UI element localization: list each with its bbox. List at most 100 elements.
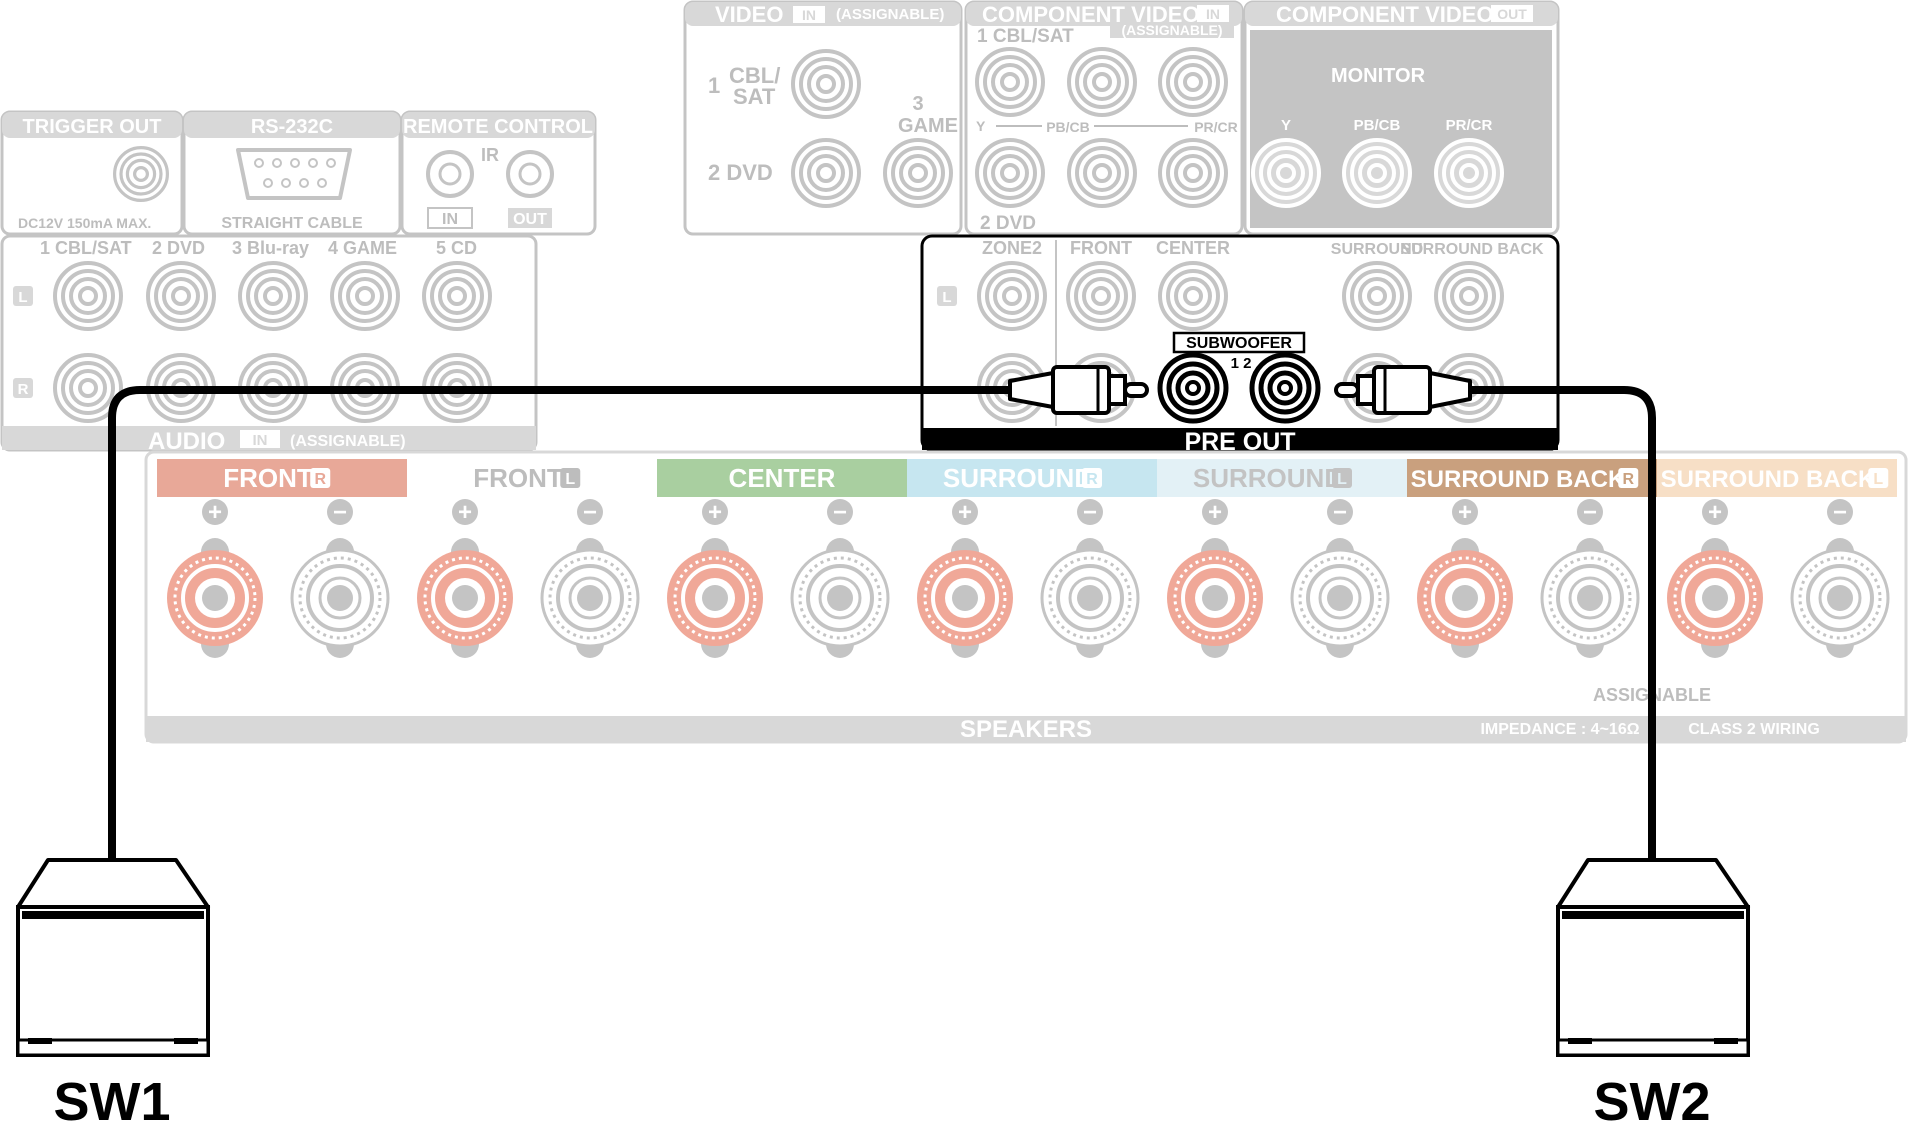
ir-label: IR	[481, 145, 499, 165]
channel-side-3: R	[1086, 471, 1098, 488]
rs232c-title: RS-232C	[251, 116, 333, 138]
rs232c-section: RS-232C STRAIGHT CABLE	[182, 110, 402, 236]
minus-sign-bg-4	[1327, 499, 1353, 525]
channel-label-1: FRONT	[473, 463, 563, 493]
class2-label: CLASS 2 WIRING	[1688, 721, 1820, 738]
plus-sign-bg-0	[202, 499, 228, 525]
video-in-assignable: (ASSIGNABLE)	[836, 6, 944, 23]
plus-sign-bg-2	[702, 499, 728, 525]
audio-in-section: 1 CBL/SAT 2 DVD 3 Blu-ray 4 GAME 5 CD L …	[0, 234, 538, 455]
minus-sign-5: −	[1583, 499, 1597, 526]
component-in-pr: PR/CR	[1194, 119, 1238, 135]
audio-in-1: 1 CBL/SAT	[40, 238, 132, 258]
subwoofer-sw2: SW2	[1556, 858, 1750, 1132]
plus-sign-4: +	[1208, 499, 1222, 526]
minus-sign-6: −	[1833, 499, 1847, 526]
subwoofer-label: SUBWOOFER	[1186, 335, 1292, 352]
audio-in-assignable: (ASSIGNABLE)	[290, 433, 406, 450]
audio-l-label: L	[18, 289, 27, 306]
channel-side-badge-6	[1868, 468, 1889, 488]
pre-out-surround-back: SURROUND BACK	[1400, 241, 1544, 258]
sw2-cable	[1468, 386, 1656, 860]
minus-sign-bg-6	[1827, 499, 1853, 525]
subwoofer-cables	[108, 365, 1656, 860]
sw1-label: SW1	[53, 1072, 170, 1132]
component-in-assignable: (ASSIGNABLE)	[1121, 22, 1222, 38]
channel-label-0: FRONT	[223, 463, 313, 493]
subwoofer-numbers: 1 2	[1231, 355, 1252, 372]
trigger-out-title: TRIGGER OUT	[23, 116, 162, 138]
component-in-section: COMPONENT VIDEO IN (ASSIGNABLE) 1 CBL/SA…	[964, 0, 1244, 236]
remote-control-section: REMOTE CONTROL IR IN OUT	[400, 110, 597, 236]
audio-in-4: 4 GAME	[328, 238, 397, 258]
trigger-out-section: TRIGGER OUT DC12V 150mA MAX.	[0, 110, 184, 236]
sw1-cable	[108, 386, 1010, 860]
speakers-title: SPEAKERS	[960, 716, 1092, 743]
channel-header-bg-6	[1657, 459, 1897, 497]
channel-label-2: CENTER	[729, 463, 836, 493]
audio-in-5: 5 CD	[436, 238, 477, 258]
minus-sign-bg-5	[1577, 499, 1603, 525]
component-out-y: Y	[1281, 117, 1291, 134]
sw1-rca-plug	[1008, 365, 1149, 415]
component-in-pb: PB/CB	[1046, 119, 1090, 135]
channel-side-badge-1	[560, 468, 581, 488]
pre-out-surround: SURROUND	[1331, 241, 1423, 258]
minus-sign-1: −	[583, 499, 597, 526]
channel-side-1: L	[565, 471, 575, 488]
minus-sign-bg-0	[327, 499, 353, 525]
video-row2: 2 DVD	[708, 160, 773, 185]
monitor-label: MONITOR	[1331, 65, 1426, 87]
video-in-section: VIDEO IN (ASSIGNABLE) 1 CBL/ SAT 2 DVD 3…	[683, 0, 963, 236]
minus-sign-bg-3	[1077, 499, 1103, 525]
remote-in-label: IN	[442, 211, 458, 228]
channel-header-bg-1	[407, 459, 657, 497]
audio-in-badge: IN	[253, 432, 268, 449]
pre-out-front: FRONT	[1070, 238, 1132, 258]
subwoofer-sw1: SW1	[16, 858, 210, 1132]
audio-in-2: 2 DVD	[152, 238, 205, 258]
pre-out-center: CENTER	[1156, 238, 1230, 258]
audio-r-label: R	[18, 381, 29, 398]
subwoofer-1-jack	[1160, 355, 1226, 421]
channel-side-5: R	[1622, 471, 1634, 488]
sw2-label: SW2	[1593, 1072, 1710, 1132]
pre-out-section: PRE OUT L ZONE2 FRONT CENTER SURROUND SU…	[920, 234, 1560, 456]
video-in-badge: IN	[802, 7, 816, 23]
plus-sign-1: +	[458, 499, 472, 526]
speaker-terminals: +−+−+−+−+−+−+−	[165, 499, 1890, 660]
channel-header-bg-0	[157, 459, 407, 497]
audio-in-3: 3 Blu-ray	[232, 238, 309, 258]
component-out-section: COMPONENT VIDEO OUT MONITOR Y PB/CB PR/C…	[1243, 0, 1560, 236]
remote-out-label: OUT	[513, 211, 547, 228]
trigger-out-note: DC12V 150mA MAX.	[18, 215, 151, 231]
component-in-row2: 2 DVD	[980, 213, 1036, 234]
channel-side-6: L	[1873, 471, 1883, 488]
channel-label-6: SURROUND BACK	[1661, 466, 1876, 493]
video-row1-num: 1	[708, 73, 720, 98]
channel-side-badge-3	[1082, 468, 1102, 488]
component-out-title: COMPONENT VIDEO	[1276, 2, 1494, 27]
plus-sign-3: +	[958, 499, 972, 526]
video-game-num: 3	[912, 93, 923, 115]
remote-control-title: REMOTE CONTROL	[403, 116, 593, 138]
minus-sign-3: −	[1083, 499, 1097, 526]
channel-side-badge-0	[310, 468, 331, 488]
channel-header-bg-5	[1407, 459, 1657, 497]
minus-sign-bg-2	[827, 499, 853, 525]
plus-sign-bg-1	[452, 499, 478, 525]
minus-sign-4: −	[1333, 499, 1347, 526]
channel-label-5: SURROUND BACK	[1411, 466, 1626, 493]
channel-side-badge-5	[1618, 468, 1639, 488]
speakers-section: SPEAKERS IMPEDANCE : 4~16Ω CLASS 2 WIRIN…	[144, 450, 1908, 744]
channel-side-badge-4	[1332, 468, 1352, 488]
channel-header-bg-2	[657, 459, 907, 497]
channel-label-4: SURROUND	[1193, 463, 1343, 493]
channel-side-4: L	[1337, 471, 1347, 488]
component-in-row1: 1 CBL/SAT	[977, 26, 1074, 47]
plus-sign-bg-6	[1702, 499, 1728, 525]
channel-label-3: SURROUND	[943, 463, 1093, 493]
plus-sign-5: +	[1458, 499, 1472, 526]
